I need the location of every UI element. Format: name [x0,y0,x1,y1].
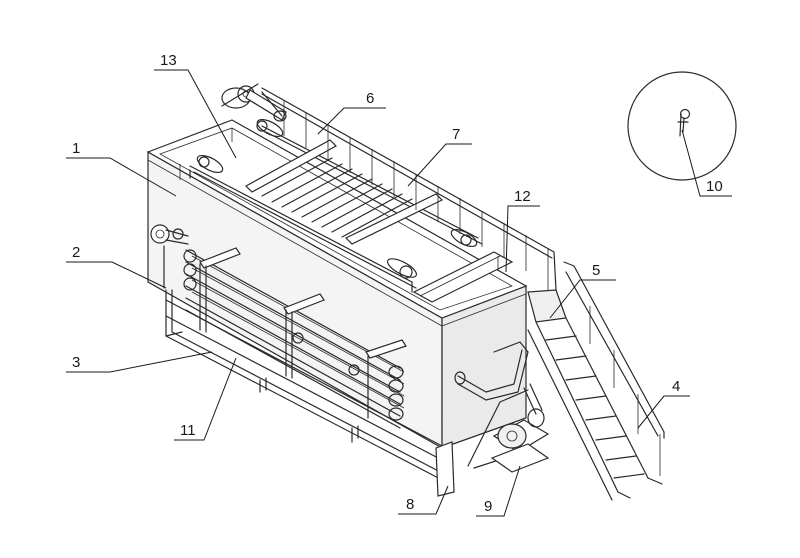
callout-1: 1 [72,140,80,157]
pipe-bundle [183,247,407,429]
callout-2: 2 [72,244,80,261]
recycle-pump [454,341,550,473]
callout-4: 4 [672,378,680,395]
callout-10: 10 [706,178,723,195]
detail-view [627,71,737,181]
callout-8: 8 [406,496,414,513]
callout-11: 11 [180,422,196,439]
callout-labels: 1 2 3 4 5 6 7 8 9 10 11 12 13 [72,52,723,515]
inlet-valve [150,224,189,289]
callout-3: 3 [72,354,80,371]
access-stairs [527,261,665,501]
callout-9: 9 [484,498,492,515]
callout-12: 12 [514,188,531,205]
callout-5: 5 [592,262,600,279]
sludge-trough [412,251,514,303]
skimmer-motor [221,83,287,122]
callout-leaders [66,69,732,517]
skimmer-assembly [189,118,483,293]
callout-6: 6 [366,90,374,107]
skimmer-flights [261,157,413,238]
callout-7: 7 [452,126,460,143]
guard-railing [261,87,557,291]
base-frame [165,289,455,497]
callout-13: 13 [160,52,177,69]
tank-inner-rim [159,127,513,311]
